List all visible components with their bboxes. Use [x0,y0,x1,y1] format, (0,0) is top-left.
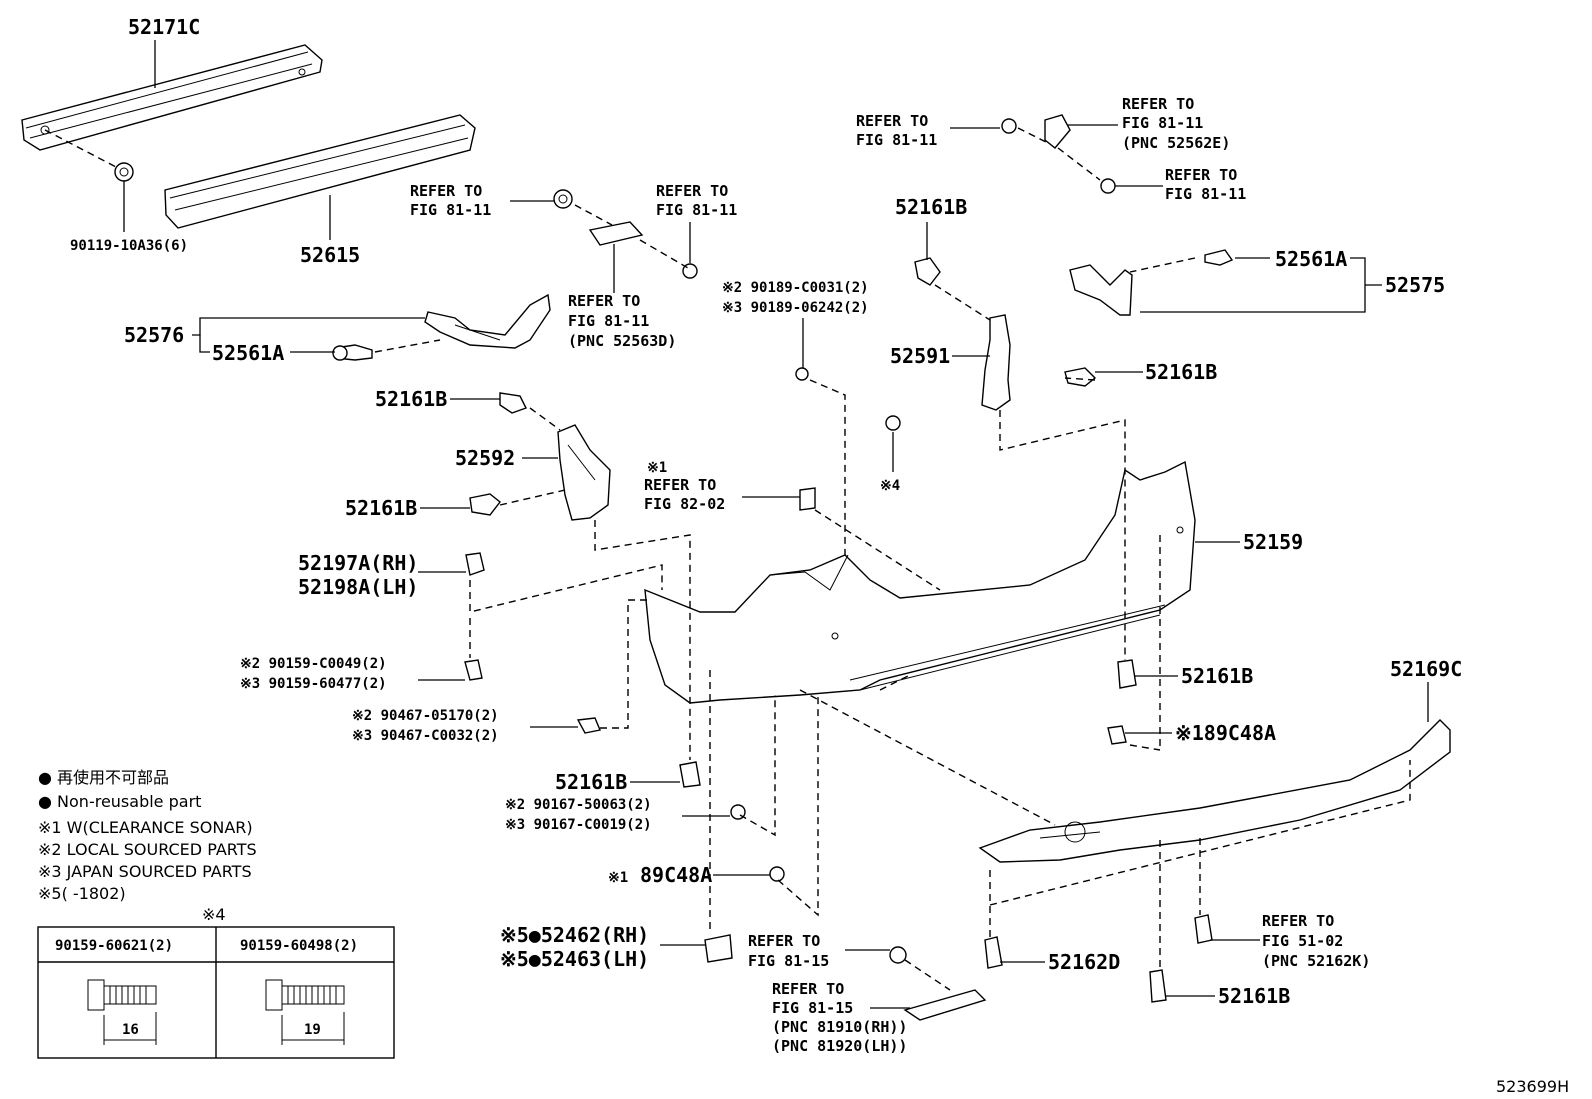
ref3-refer: REFER TO [568,292,640,310]
label-52561a-left: 52561A [212,341,284,365]
ref7-refer: REFER TO [644,476,716,494]
label-52171c: 52171C [128,15,200,39]
label-52463-lh: ※5●52463(LH) [500,947,649,971]
label-52576: 52576 [124,323,184,347]
label-52161b-right: 52161B [1145,360,1217,384]
ref6-fig: FIG 81-11 [1165,185,1246,203]
label-89c48a-right: ※189C48A [1175,721,1276,745]
ref3-pnc: (PNC 52563D) [568,332,676,350]
bolt-52561a-left-icon [332,344,373,361]
ref9-fig: FIG 81-15 [772,999,853,1017]
ref10-pnc: (PNC 52162K) [1262,952,1370,970]
ref1-refer: REFER TO [410,182,482,200]
ref5-pnc: (PNC 52562E) [1122,134,1230,152]
legend-note-2: ※2 LOCAL SOURCED PARTS [38,840,257,859]
label-fastener-90167-50063: ※2 90167-50063(2) [505,797,652,813]
ref9-refer: REFER TO [772,980,844,998]
label-52561a-right: 52561A [1275,247,1347,271]
label-fastener-90467-c0032: ※3 90467-C0032(2) [352,728,499,744]
ref10-refer: REFER TO [1262,912,1334,930]
ref8-fig: FIG 81-15 [748,952,829,970]
clip-top-icon [553,189,573,209]
label-52162d: 52162D [1048,950,1120,974]
label-52197a-rh: 52197A(RH) [298,551,418,575]
ref5-fig: FIG 81-11 [1122,114,1203,132]
retainer-52592 [557,424,611,521]
ref8-refer: REFER TO [748,932,820,950]
bolt-table: ※4 90159-60621(2) 90159-60498(2) 16 19 [37,905,395,1059]
label-52591: 52591 [890,344,950,368]
label-52161b-bottom-right: 52161B [1218,984,1290,1008]
label-52169c: 52169C [1390,657,1462,681]
ref1-fig: FIG 81-11 [410,201,491,219]
ref6-refer: REFER TO [1165,166,1237,184]
label-52161b-bumper: 52161B [1181,664,1253,688]
label-52615: 52615 [300,243,360,267]
label-52462-rh: ※5●52462(RH) [500,923,649,947]
ref5-refer: REFER TO [1122,95,1194,113]
bolt-table-col1: 90159-60621(2) [55,938,173,954]
diagram-id: 523699H [1496,1077,1569,1096]
ref9-pnc-rh: (PNC 81910(RH)) [772,1018,907,1036]
retainer-52591 [981,314,1011,411]
clip-52161b-icon [469,392,527,516]
legend-note-1: ※1 W(CLEARANCE SONAR) [38,818,253,837]
label-fastener-90167-c0019: ※3 90167-C0019(2) [505,817,652,833]
ref2-refer: REFER TO [656,182,728,200]
bolt-90159-60498-icon [265,979,345,1045]
ref4-fig: FIG 81-11 [856,131,937,149]
small-fasteners-icons [464,367,1213,1021]
ref3-fig: FIG 81-11 [568,312,649,330]
label-52161b-left-upper: 52161B [375,387,447,411]
legend-note-3: ※3 JAPAN SOURCED PARTS [38,862,252,881]
leader-lines [123,40,1429,1009]
label-52161b-left-lower: 52161B [345,496,417,520]
label-52198a-lh: 52198A(LH) [298,575,418,599]
bracket-52575 [1069,264,1133,316]
label-52161b-bottom-left: 52161B [555,770,627,794]
bolt-table-caption: ※4 [202,905,226,924]
label-52159: 52159 [1243,530,1303,554]
label-fastener-90189-06242: ※3 90189-06242(2) [722,300,869,316]
ref4-refer: REFER TO [856,112,928,130]
bolt-dim-19: 19 [304,1022,321,1038]
label-89c48a-left-star: ※1 [608,870,628,886]
ref2-fig: FIG 81-11 [656,201,737,219]
absorber-52615 [164,114,476,229]
label-fastener-90467-05170: ※2 90467-05170(2) [352,708,499,724]
label-52161b-top: 52161B [895,195,967,219]
assembly-lines [44,127,1411,991]
label-52592: 52592 [455,446,515,470]
bracket-52576 [424,293,551,349]
label-fastener-90159-60477: ※3 90159-60477(2) [240,676,387,692]
label-90119-10a36: 90119-10A36(6) [70,238,188,254]
bolt-90119-icon [114,162,134,182]
label-89c48a-left: 89C48A [640,863,712,887]
ref9-pnc-lh: (PNC 81920(LH)) [772,1037,907,1055]
ref7-star: ※1 [647,460,667,476]
lower-spoiler-52169c [978,719,1451,863]
label-fastener-90189-c0031: ※2 90189-C0031(2) [722,280,869,296]
label-52575: 52575 [1385,273,1445,297]
clip-right-top-icon [914,114,1234,387]
legend-non-reusable: ● Non-reusable part [38,792,201,811]
label-fastener-90159-c0049: ※2 90159-C0049(2) [240,656,387,672]
bolt-90159-60621-icon [87,979,157,1045]
ref7-fig: FIG 82-02 [644,495,725,513]
legend-note-5: ※5( -1802) [38,884,126,903]
bracket-52563d [588,221,644,246]
legend-non-reusable-jp: ● 再使用不可部品 [38,768,169,787]
ref10-fig: FIG 51-02 [1262,932,1343,950]
reinforcement-beam-52171c [21,44,323,151]
bolt-table-col2: 90159-60498(2) [240,938,358,954]
label-star4: ※4 [880,478,900,494]
bolt-dim-16: 16 [122,1022,139,1038]
bumper-cover-52159 [644,460,1196,704]
